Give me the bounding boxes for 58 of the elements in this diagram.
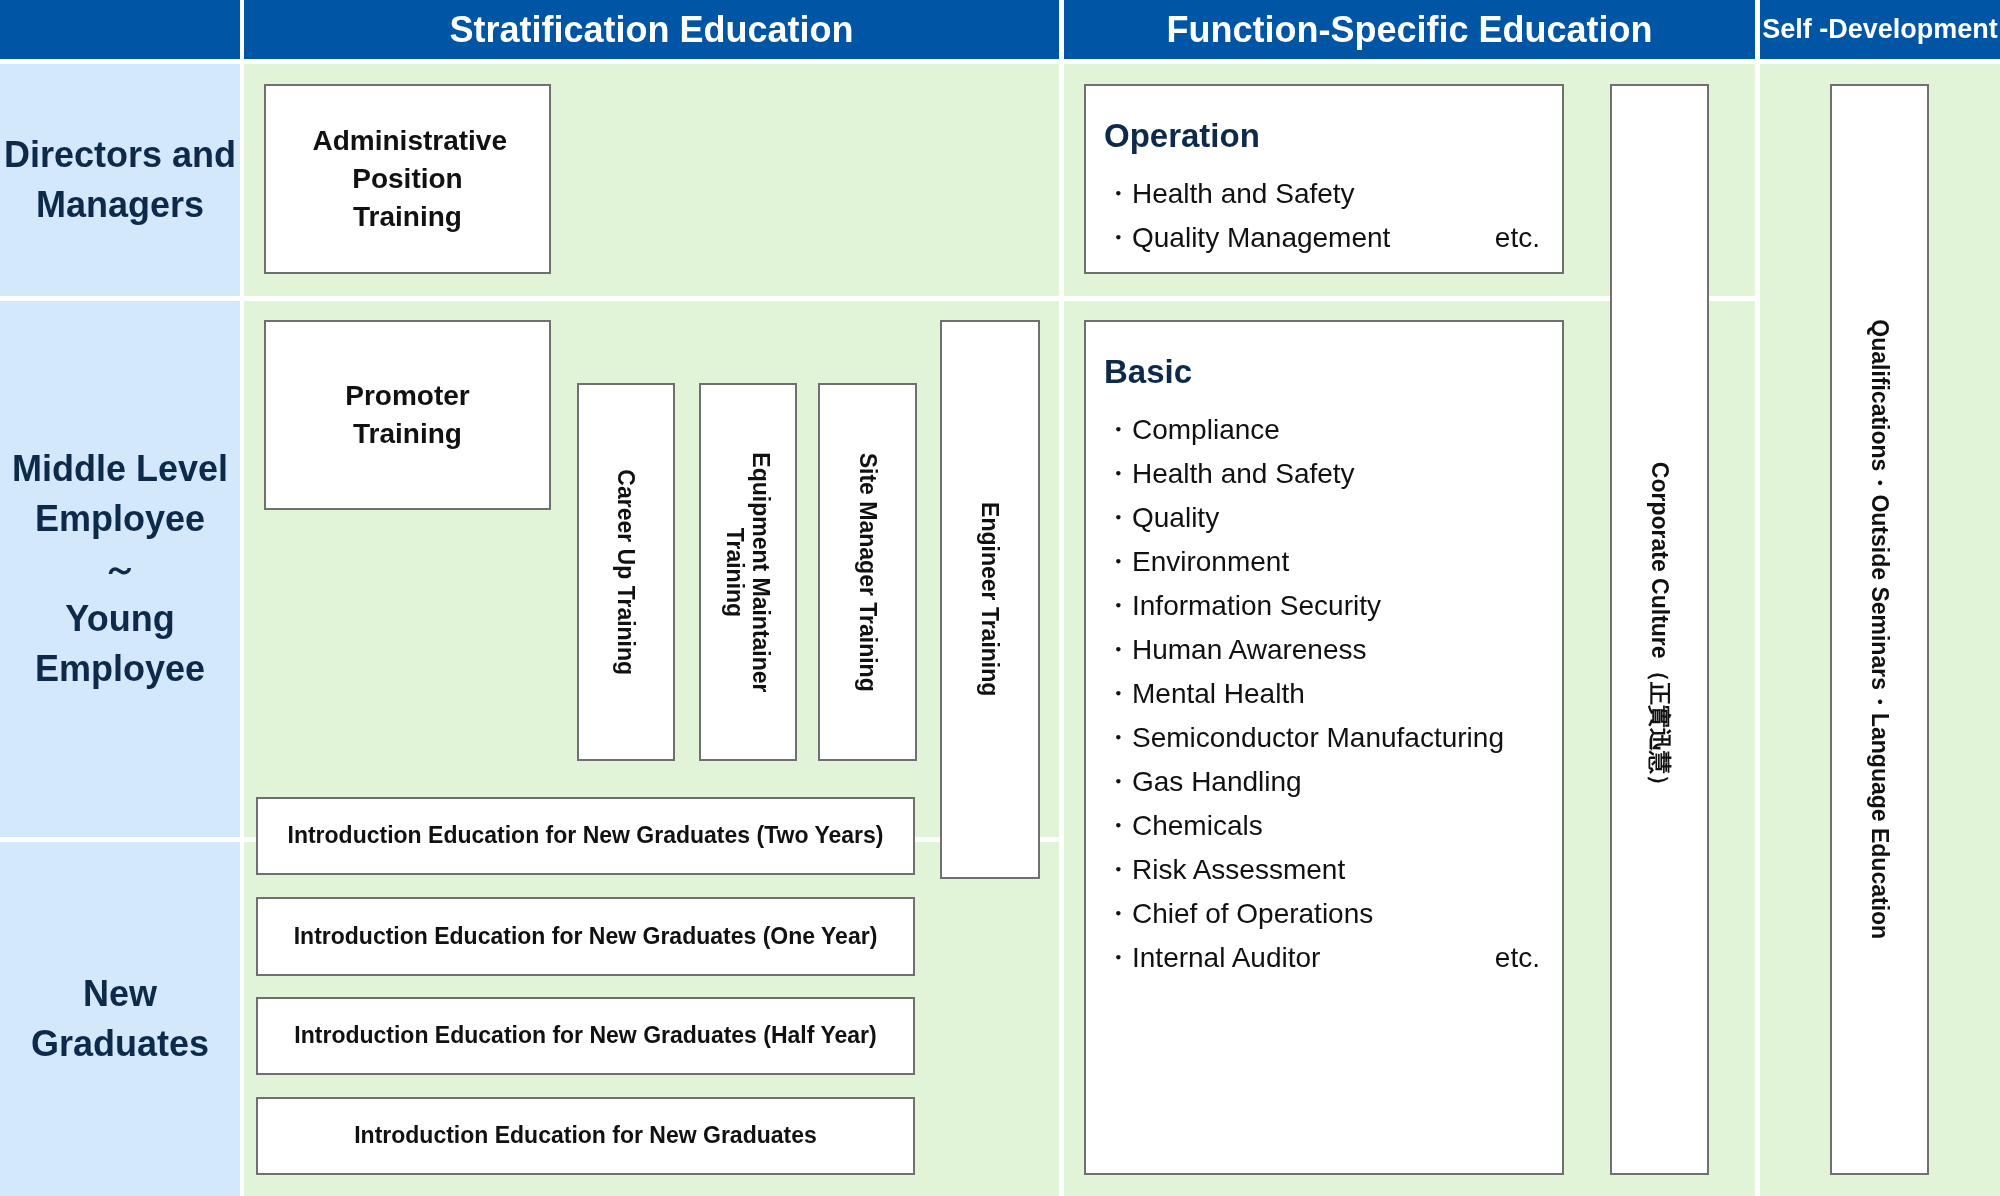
header-title: Stratification Education [449, 8, 854, 51]
box-label: Qualifications・Outside Seminars・Language Education [1866, 319, 1893, 940]
list-item: ・Risk Assessment [1104, 853, 1346, 887]
column-header [1064, 0, 1755, 59]
training-box [264, 84, 551, 274]
training-box [1830, 84, 1929, 1175]
course-list-box [1084, 84, 1564, 274]
row-title: Young Employee [33, 597, 207, 691]
list-item: ・Quality [1104, 501, 1220, 535]
training-box [256, 797, 915, 875]
list-item: ・Internal Auditor [1104, 941, 1321, 975]
row-header [0, 301, 240, 837]
training-box [818, 383, 917, 761]
list-item: ・Chemicals [1104, 809, 1263, 843]
header-title: Self -Development [1762, 14, 1998, 45]
training-box [940, 320, 1040, 879]
training-box [1610, 84, 1709, 1175]
list-item: ・Environment [1104, 545, 1290, 579]
etc-note: etc. [1494, 221, 1540, 255]
row-title: Directors and Managers [2, 133, 238, 227]
list-item: ・Compliance [1104, 413, 1280, 447]
row-header [0, 842, 240, 1196]
box-label: Equipment Maintainer Training [721, 450, 775, 695]
box-label: Corporate Culture（正實迅慧） [1646, 462, 1673, 797]
training-box [256, 1097, 915, 1175]
box-label: Introduction Education for New Graduates (One Year) [293, 921, 878, 951]
box-label: Introduction Education for New Graduates (Two Years) [287, 821, 884, 851]
training-box [256, 897, 915, 976]
list-item: ・Gas Handling [1104, 765, 1302, 799]
row-header [0, 64, 240, 296]
column-header [1760, 0, 2000, 59]
box-label: Promoter Training [344, 379, 471, 451]
training-box [256, 997, 915, 1075]
list-item: ・Human Awareness [1104, 633, 1367, 667]
etc-note: etc. [1494, 941, 1540, 975]
course-list-box [1084, 320, 1564, 1175]
list-item: ・Quality Management [1104, 221, 1391, 255]
box-label: Introduction Education for New Graduates [354, 1121, 817, 1151]
list-item: ・Semiconductor Manufacturing [1104, 721, 1504, 755]
list-item: ・Information Security [1104, 589, 1381, 623]
box-label: Engineer Training [976, 502, 1004, 697]
list-item: ・Mental Health [1104, 677, 1305, 711]
column-header [244, 0, 1059, 59]
row-title: New Graduates [29, 972, 211, 1066]
training-box [577, 383, 675, 761]
list-item: ・Health and Safety [1104, 177, 1355, 211]
row-title: ～ [102, 547, 138, 591]
box-label: Site Manager Training [854, 452, 881, 692]
list-heading: Operation [1104, 116, 1260, 156]
box-label: Introduction Education for New Graduates (Half Year) [294, 1021, 877, 1051]
list-item: ・Health and Safety [1104, 457, 1355, 491]
list-item: ・Chief of Operations [1104, 897, 1374, 931]
list-heading: Basic [1104, 352, 1193, 392]
training-box [264, 320, 551, 510]
training-box [699, 383, 797, 761]
box-label: Career Up Training [612, 469, 640, 675]
header-title: Function-Specific Education [1166, 8, 1653, 51]
row-title: Middle Level Employee [10, 447, 230, 541]
